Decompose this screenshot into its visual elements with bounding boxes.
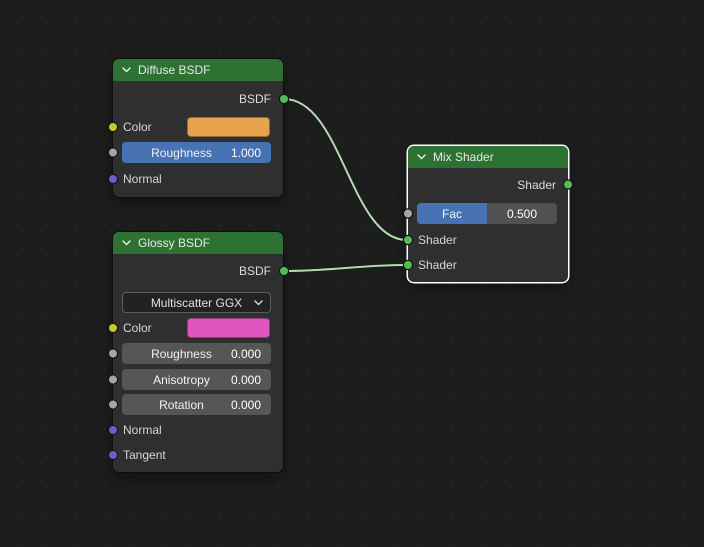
- distribution-dropdown[interactable]: Multiscatter GGX: [122, 292, 271, 313]
- input-row-shader-1: Shader: [408, 230, 568, 250]
- chevron-down-icon[interactable]: [417, 154, 426, 160]
- input-row-normal: Normal: [113, 420, 283, 440]
- node-link-casing: [283, 97, 408, 242]
- dropdown-value: Multiscatter GGX: [150, 295, 243, 310]
- input-label: Normal: [123, 423, 162, 437]
- socket-glossy-input-rotation[interactable]: [107, 399, 119, 410]
- slider-label: Rotation: [159, 397, 204, 412]
- input-row-shader-2: Shader: [408, 255, 568, 275]
- socket-diffuse-output-bsdf[interactable]: [278, 93, 290, 105]
- node-link-glossy-to-mix[interactable]: [283, 264, 408, 272]
- output-row-bsdf: BSDF: [113, 89, 283, 109]
- glossy-bsdf-node[interactable]: Glossy BSDF BSDF Multiscatter GGX Color …: [113, 232, 283, 472]
- slider-value: 0.000: [230, 372, 261, 387]
- socket-mix-input-fac[interactable]: [402, 208, 414, 219]
- slider-label: Roughness: [151, 145, 212, 160]
- slider-value: 0.000: [230, 346, 261, 361]
- diffuse-bsdf-header[interactable]: Diffuse BSDF: [113, 59, 283, 81]
- fac-slider[interactable]: Fac 0.500: [417, 203, 557, 224]
- color-swatch[interactable]: [187, 117, 270, 137]
- rotation-slider[interactable]: Rotation 0.000: [122, 394, 271, 415]
- socket-mix-input-shader-2[interactable]: [402, 259, 414, 271]
- node-link-casing: [283, 263, 408, 273]
- input-label: Shader: [418, 233, 457, 247]
- input-label: Normal: [123, 172, 162, 186]
- socket-diffuse-input-normal[interactable]: [107, 173, 119, 185]
- output-row-bsdf: BSDF: [113, 261, 283, 281]
- socket-glossy-input-tangent[interactable]: [107, 449, 119, 461]
- node-title: Glossy BSDF: [138, 236, 211, 250]
- socket-glossy-input-color[interactable]: [107, 322, 119, 334]
- input-label: Shader: [418, 258, 457, 272]
- input-row-color: Color: [113, 318, 283, 338]
- node-title: Diffuse BSDF: [138, 63, 211, 77]
- input-row-color: Color: [113, 117, 283, 137]
- color-swatch[interactable]: [187, 318, 270, 338]
- socket-diffuse-input-color[interactable]: [107, 121, 119, 133]
- socket-glossy-input-normal[interactable]: [107, 424, 119, 436]
- output-row-shader: Shader: [408, 175, 568, 195]
- slider-value: 1.000: [230, 145, 261, 160]
- slider-value: 0.500: [506, 206, 538, 221]
- slider-label: Roughness: [151, 346, 212, 361]
- input-row-normal: Normal: [113, 169, 283, 189]
- mix-shader-node[interactable]: Mix Shader Shader Fac 0.500 Shader Shade…: [408, 146, 568, 282]
- fac-slider-value-area: 0.500: [487, 203, 557, 224]
- input-row-tangent: Tangent: [113, 445, 283, 465]
- slider-label: Fac: [441, 206, 462, 221]
- socket-glossy-input-roughness[interactable]: [107, 348, 119, 359]
- socket-mix-output-shader[interactable]: [562, 179, 574, 190]
- mix-shader-header[interactable]: Mix Shader: [408, 146, 568, 168]
- slider-label: Anisotropy: [153, 372, 210, 387]
- node-title: Mix Shader: [433, 150, 494, 164]
- socket-mix-input-shader-1[interactable]: [402, 234, 414, 246]
- output-label: Shader: [517, 178, 556, 192]
- diffuse-bsdf-node[interactable]: Diffuse BSDF BSDF Color Roughness 1.000 …: [113, 59, 283, 197]
- node-link-diffuse-to-mix[interactable]: [283, 98, 408, 241]
- output-label: BSDF: [238, 264, 271, 278]
- glossy-bsdf-header[interactable]: Glossy BSDF: [113, 232, 283, 254]
- roughness-slider[interactable]: Roughness 1.000: [122, 142, 271, 163]
- roughness-slider[interactable]: Roughness 0.000: [122, 343, 271, 364]
- slider-value: 0.000: [230, 397, 261, 412]
- socket-diffuse-input-roughness[interactable]: [107, 147, 119, 158]
- socket-glossy-input-anisotropy[interactable]: [107, 374, 119, 385]
- input-label: Color: [123, 120, 152, 134]
- input-label: Tangent: [123, 448, 166, 462]
- socket-glossy-output-bsdf[interactable]: [278, 265, 290, 277]
- fac-slider-fill: Fac: [417, 203, 487, 224]
- chevron-down-icon[interactable]: [122, 67, 131, 73]
- anisotropy-slider[interactable]: Anisotropy 0.000: [122, 369, 271, 390]
- chevron-down-icon[interactable]: [122, 240, 131, 246]
- chevron-down-icon: [254, 300, 263, 306]
- output-label: BSDF: [238, 92, 271, 106]
- input-label: Color: [123, 321, 152, 335]
